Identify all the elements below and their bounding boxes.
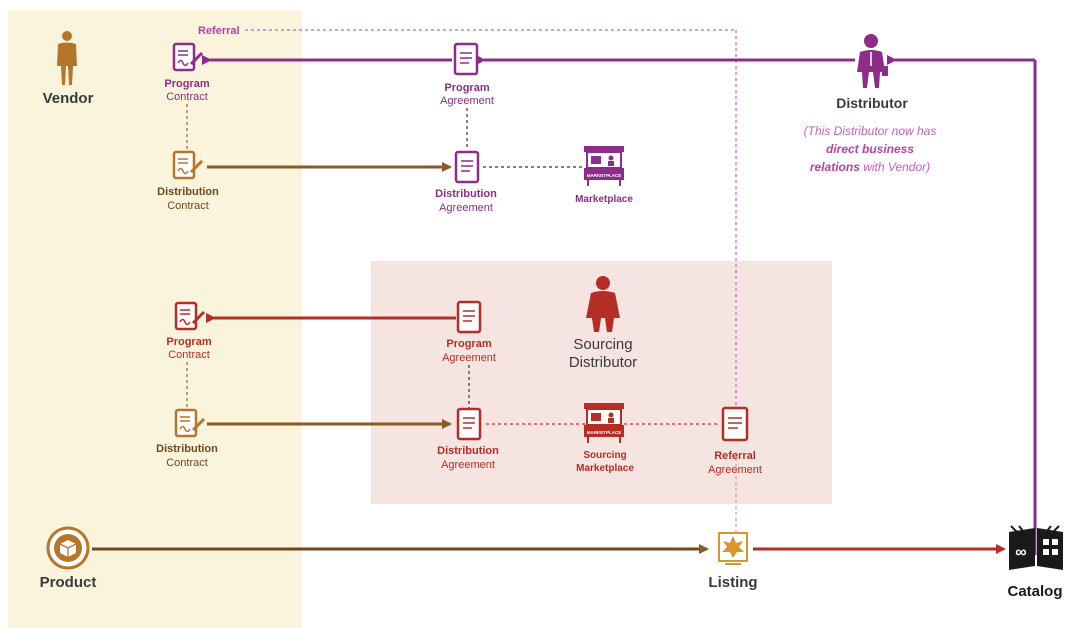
top-vendor-program-line1: Program (164, 78, 209, 90)
bottom-sourcing-program-line1: Program (446, 338, 491, 350)
listing-label: Listing (708, 574, 757, 591)
document-icon (456, 300, 482, 334)
top-dist-distribution-line2: Agreement (439, 202, 493, 214)
product-label: Product (40, 574, 97, 591)
bottom-vendor-distribution-line2: Contract (166, 457, 208, 469)
bottom-sourcing-marketplace-line2: Marketplace (576, 463, 634, 474)
market-stall-icon: MARKETPLACE (584, 146, 624, 186)
sourcing-distributor-person-icon (586, 276, 620, 332)
document-icon (454, 150, 480, 184)
top-marketplace-label: Marketplace (575, 194, 633, 205)
signed-contract-icon (172, 42, 204, 72)
sourcing-distributor-line1: Sourcing (573, 336, 632, 353)
vendor-person-icon (57, 31, 77, 85)
listing-badge-icon (718, 532, 748, 565)
top-vendor-distribution-line1: Distribution (157, 186, 219, 198)
signed-contract-icon (174, 301, 206, 331)
distributor-note-line3: relations with Vendor) (810, 160, 930, 174)
bottom-referral-line1: Referral (714, 450, 756, 462)
top-dist-program-line1: Program (444, 82, 489, 94)
signed-contract-icon (174, 408, 206, 438)
sourcing-marketplace-sign: MARKETPLACE (587, 430, 622, 435)
vendor-label: Vendor (43, 90, 94, 107)
distributor-person-icon (857, 34, 888, 88)
top-vendor-distribution-line2: Contract (167, 200, 209, 212)
distributor-label: Distributor (836, 95, 908, 111)
bottom-vendor-program-line1: Program (166, 336, 211, 348)
market-stall-icon: MARKETPLACE (584, 403, 624, 443)
bottom-referral-line2: Agreement (708, 464, 762, 476)
bottom-sourcing-distribution-line1: Distribution (437, 445, 499, 457)
document-icon (721, 406, 749, 442)
bottom-sourcing-marketplace-line1: Sourcing (583, 450, 626, 461)
marketplace-sign: MARKETPLACE (587, 173, 622, 178)
sourcing-distributor-line2: Distributor (569, 354, 637, 371)
distributor-note-line1: (This Distributor now has (804, 124, 937, 138)
referral-line-label: Referral (198, 25, 240, 37)
bottom-vendor-distribution-line1: Distribution (156, 443, 218, 455)
signed-contract-icon (172, 150, 204, 180)
referral-line (245, 29, 737, 532)
top-dist-program-line2: Agreement (440, 95, 494, 107)
document-icon (453, 42, 479, 76)
document-icon (456, 407, 482, 441)
top-vendor-program-line2: Contract (166, 91, 208, 103)
infinity-glyph: ∞ (1015, 544, 1026, 561)
distributor-note-line2: direct business (826, 142, 914, 156)
catalog-label: Catalog (1007, 583, 1062, 600)
open-book-icon: ∞ (1009, 525, 1063, 570)
distributor-note-line3b: with Vendor) (860, 160, 930, 174)
bottom-sourcing-distribution-line2: Agreement (441, 459, 495, 471)
bottom-vendor-program-line2: Contract (168, 349, 210, 361)
purple-flows (202, 55, 1037, 555)
distributor-note-line3a: relations (810, 160, 860, 174)
red-flows (206, 313, 1006, 554)
top-dist-distribution-line1: Distribution (435, 188, 497, 200)
bottom-sourcing-program-line2: Agreement (442, 352, 496, 364)
brown-flows (92, 162, 709, 554)
box-icon (46, 526, 90, 570)
